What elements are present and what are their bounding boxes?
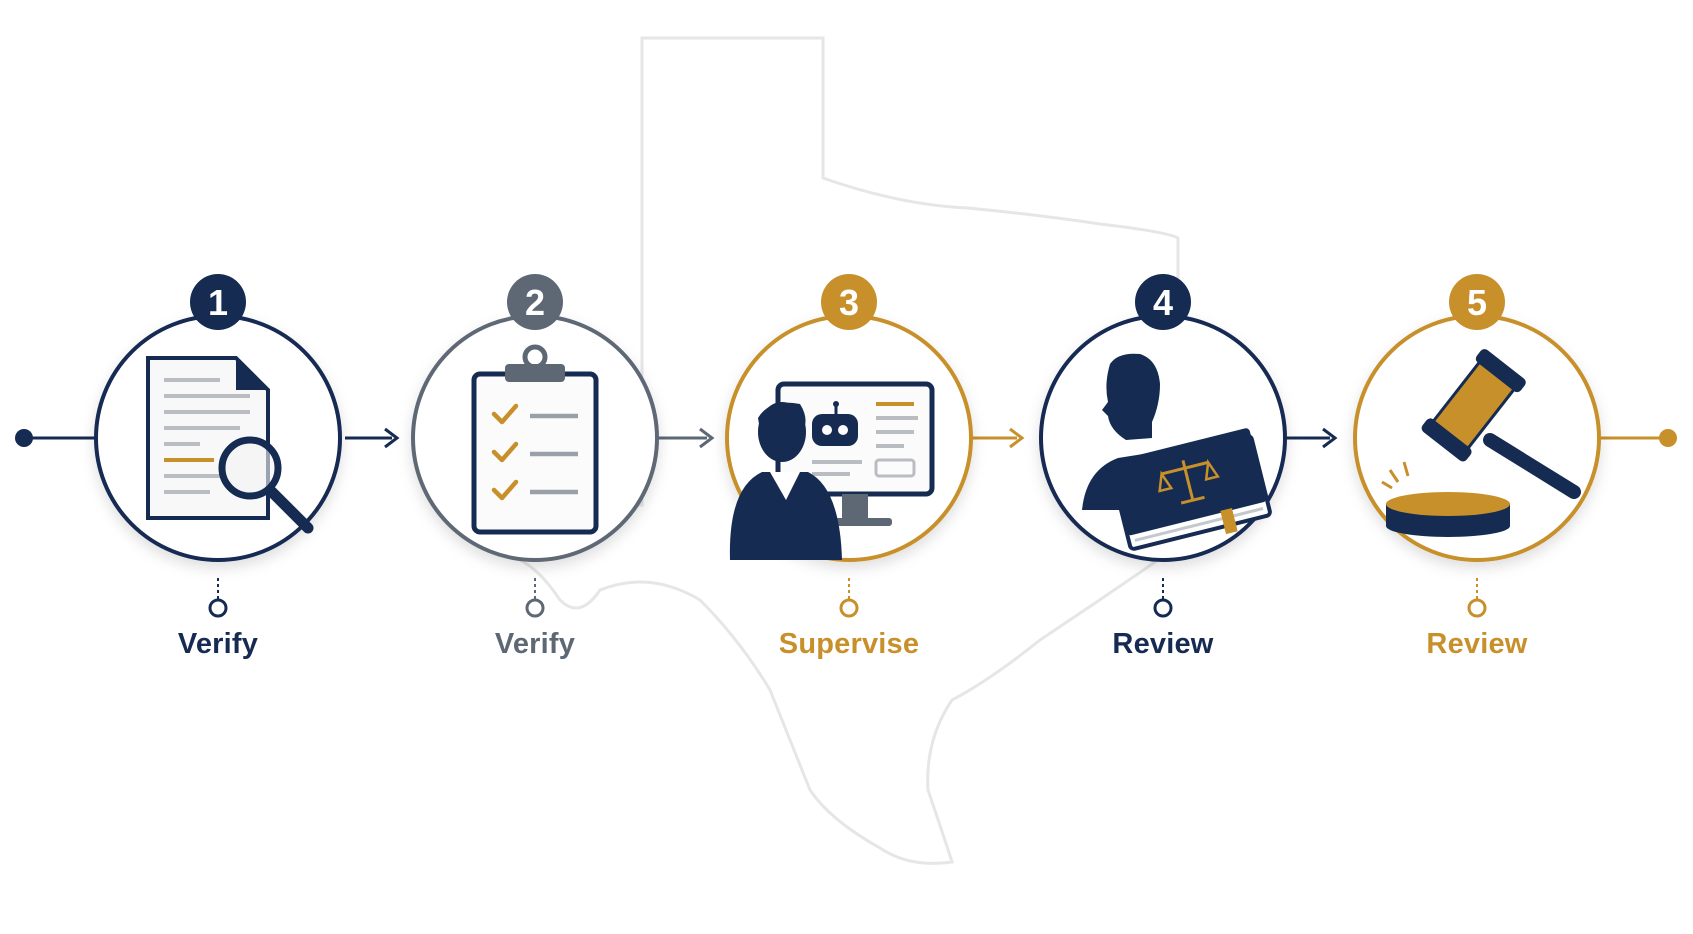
step-1-number: 1 (208, 282, 228, 323)
step-2-number: 2 (525, 282, 545, 323)
step-3-badge (821, 274, 877, 330)
person-law-book-icon (1082, 353, 1272, 551)
step-1: 1 (94, 274, 342, 618)
step-5: 5 (1353, 274, 1601, 618)
connectors (15, 427, 1677, 449)
step-5-badge (1449, 274, 1505, 330)
step-1-label: Verify (177, 628, 259, 660)
step-4-marker (1153, 598, 1173, 618)
step-3: 3 (725, 274, 973, 618)
step-4: 4 (1039, 274, 1287, 618)
step-4-label: Review (1112, 628, 1214, 660)
step-3-number: 3 (839, 282, 859, 323)
step-5-number: 5 (1467, 282, 1487, 323)
end-node (1659, 429, 1677, 447)
step-2-marker (525, 598, 545, 618)
gavel-icon (1381, 349, 1581, 537)
person-ai-monitor-icon (729, 381, 935, 560)
checklist-clipboard-icon (471, 344, 599, 535)
step-1-marker (208, 598, 228, 618)
step-5-marker (1467, 598, 1487, 618)
step-2: 2 (411, 274, 659, 618)
texas-outline-watermark (447, 36, 1183, 865)
step-1-badge (190, 274, 246, 330)
step-4-badge (1135, 274, 1191, 330)
document-magnifier-icon (146, 356, 314, 534)
step-3-label: Supervise (778, 628, 920, 660)
step-2-badge (507, 274, 563, 330)
step-2-label: Verify (494, 628, 576, 660)
step-3-marker (839, 598, 859, 618)
step-5-label: Review (1426, 628, 1528, 660)
step-4-number: 4 (1153, 282, 1173, 323)
